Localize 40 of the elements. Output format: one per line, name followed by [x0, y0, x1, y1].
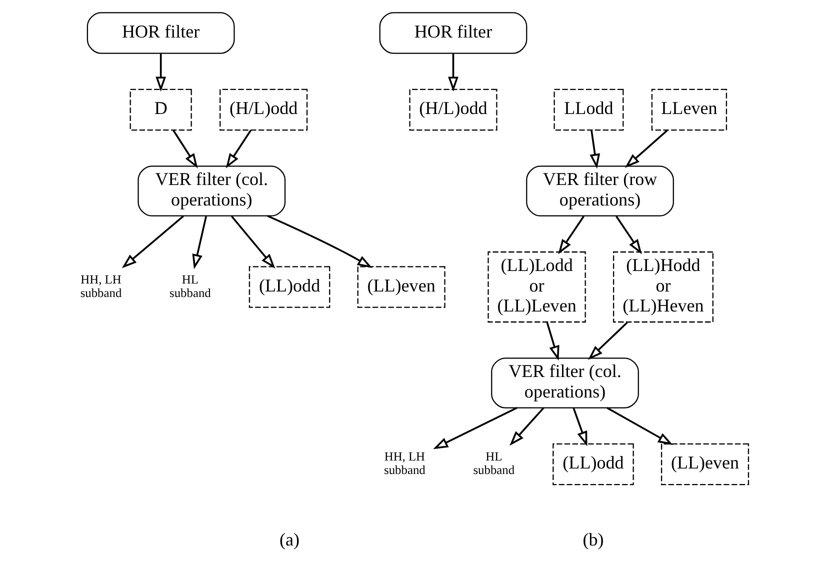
label: (b): [582, 529, 604, 550]
arrow: [267, 215, 372, 268]
arrow: [558, 216, 584, 254]
arrow: [156, 54, 166, 92]
node-box: LLodd: [554, 88, 624, 131]
node-box: D: [130, 88, 192, 131]
arrow: [572, 408, 588, 446]
arrow: [624, 130, 668, 168]
arrow: [122, 215, 184, 268]
node-box: HOR filter: [379, 12, 528, 54]
arrow: [510, 407, 544, 446]
label: (a): [280, 529, 300, 550]
node-text: HH, LH subband: [384, 450, 426, 478]
node-box: (H/L)odd: [220, 88, 308, 131]
node-text: HL subband: [170, 272, 211, 300]
arrow: [588, 322, 628, 360]
node-box: (LL)even: [660, 443, 750, 486]
arrow: [590, 130, 600, 169]
arrow: [448, 54, 458, 92]
node-box: (LL)even: [357, 266, 446, 308]
node-text: HL subband: [473, 450, 515, 478]
arrow: [231, 216, 276, 269]
arrow: [546, 322, 560, 361]
node-box: VER filter (col. operations): [138, 166, 286, 216]
arrow: [433, 407, 518, 450]
node-box: (LL)Lodd or (LL)Leven: [488, 251, 586, 323]
arrow: [192, 216, 207, 270]
arrow: [226, 130, 252, 168]
arrow: [606, 407, 673, 446]
arrow: [172, 130, 198, 168]
node-text: HH, LH subband: [80, 272, 122, 300]
node-box: (LL)odd: [248, 266, 330, 308]
node-box: LLeven: [651, 88, 728, 131]
node-box: (LL)odd: [552, 443, 634, 486]
node-box: (LL)Hodd or (LL)Heven: [613, 251, 714, 323]
node-box: (H/L)odd: [409, 88, 498, 131]
node-box: HOR filter: [86, 12, 235, 54]
arrow: [616, 216, 642, 254]
node-box: VER filter (col. operations): [491, 358, 639, 408]
node-box: VER filter (row operations): [526, 166, 674, 216]
